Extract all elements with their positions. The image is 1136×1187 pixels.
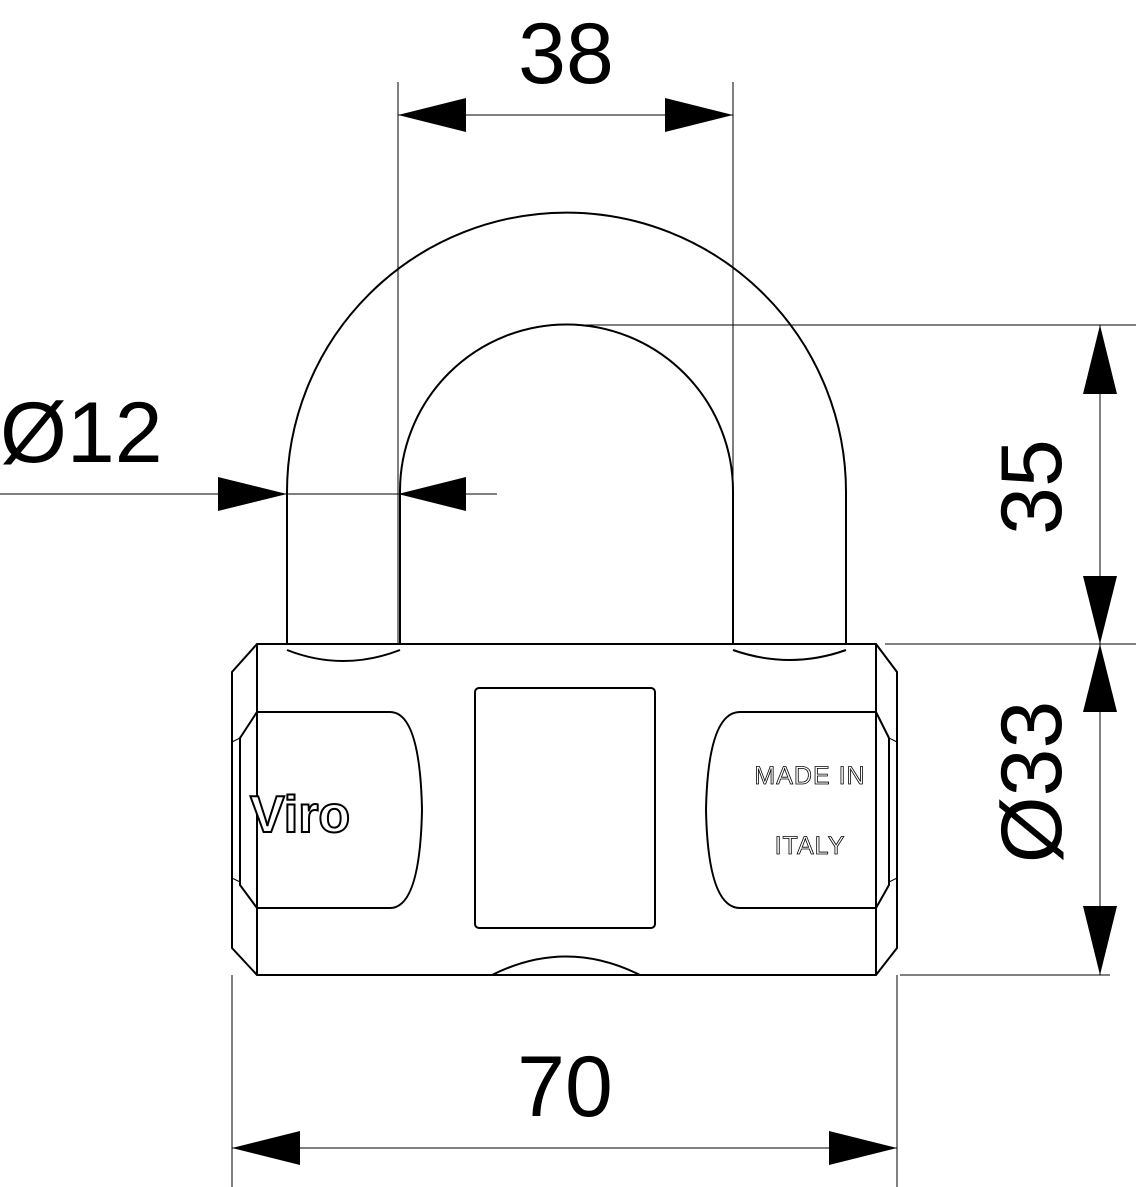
dimension-label: Ø33 [984, 701, 1080, 864]
brand-pocket [239, 711, 424, 909]
arrow-up-icon [1083, 644, 1117, 712]
arrow-left-icon [398, 98, 466, 132]
arrow-left-icon [398, 477, 466, 511]
dimension-label: Ø12 [0, 385, 163, 481]
arrow-right-icon [829, 1131, 897, 1165]
dimension-70: 70 [231, 975, 898, 1187]
dimension-label: 35 [984, 439, 1080, 535]
arrow-up-icon [1083, 325, 1117, 394]
arrow-down-icon [1083, 576, 1117, 644]
dimension-38: 38 [397, 6, 734, 644]
dimension-label: 38 [518, 6, 614, 102]
shackle [286, 211, 847, 644]
brand-logo: Viro [250, 786, 350, 844]
dimension-35: 35 [570, 324, 1136, 645]
dimension-body-height: Ø33 [900, 644, 1117, 976]
key-window [474, 687, 656, 929]
arrow-right-icon [665, 98, 733, 132]
lock-body: Viro MADE IN ITALY [231, 643, 898, 976]
arrow-right-icon [218, 477, 287, 511]
dimension-shackle-diameter: Ø12 [0, 385, 497, 511]
origin-pocket [704, 711, 890, 909]
origin-text-line1: MADE IN [754, 762, 865, 790]
dimension-label: 70 [517, 1039, 613, 1135]
origin-text-line2: ITALY [775, 832, 846, 860]
arrow-down-icon [1083, 906, 1117, 975]
arrow-left-icon [232, 1131, 300, 1165]
